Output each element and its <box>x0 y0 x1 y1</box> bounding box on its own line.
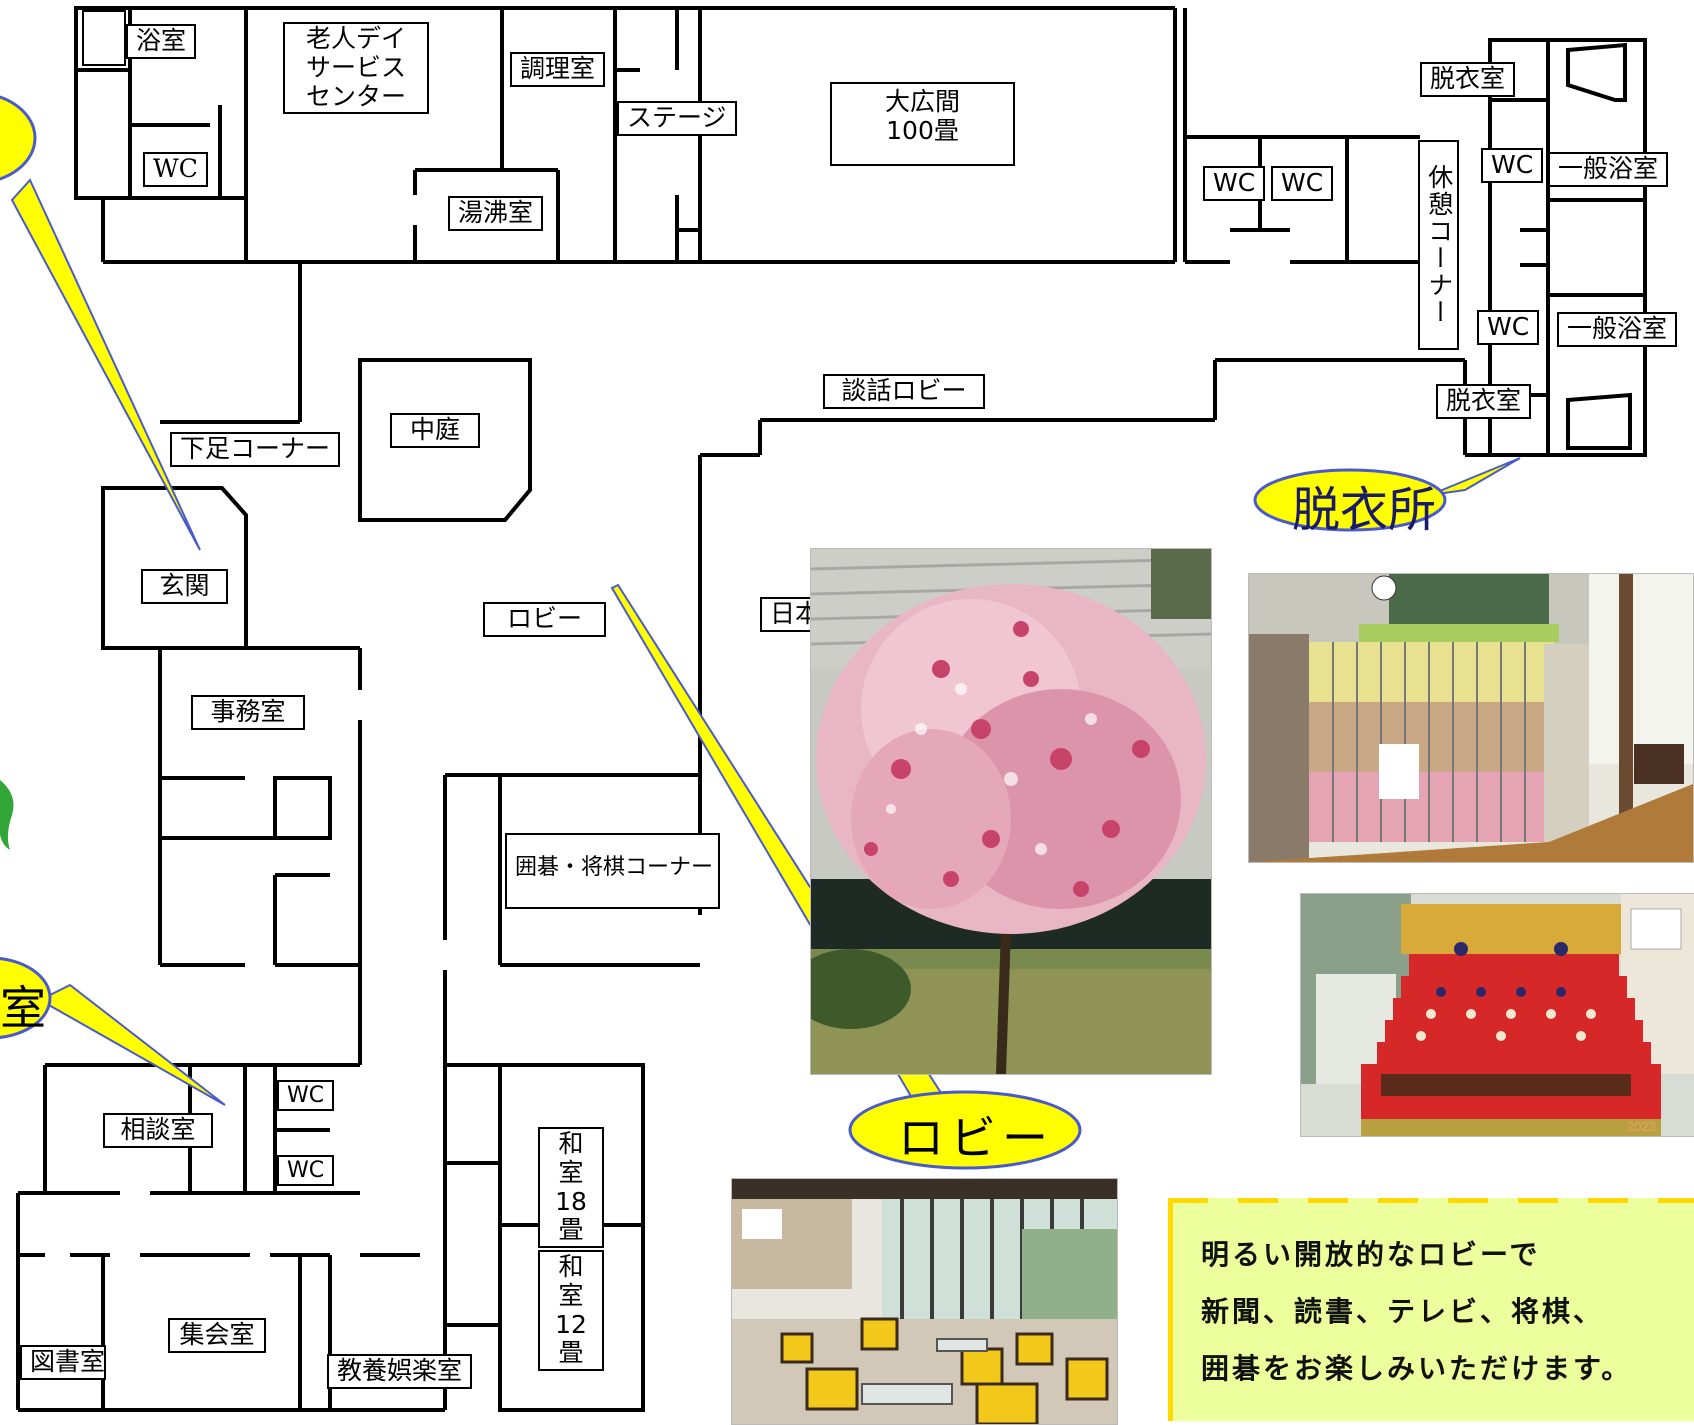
label-dressing-room-1: 脱衣室 <box>1420 62 1516 97</box>
label-cooking-room: 調理室 <box>510 52 606 87</box>
label-culture-room: 教養娯楽室 <box>327 1354 473 1389</box>
wall-bath-complex <box>1488 38 1647 457</box>
label-office: 事務室 <box>191 695 305 730</box>
label-wc-7: WC <box>277 1155 335 1187</box>
label-public-bath-2: 一般浴室 <box>1557 312 1678 347</box>
pointer-dressing <box>1429 457 1521 496</box>
label-go-shogi-corner: 囲碁・将棋コーナー <box>505 833 720 909</box>
label-shoe-corner: 下足コーナー <box>170 432 341 467</box>
label-day-service: 老人デイ サービス センター <box>283 22 429 115</box>
label-entrance: 玄関 <box>141 569 228 604</box>
photo-year-stamp: 2023. <box>1627 1119 1660 1134</box>
label-great-hall: 大広間 100畳 <box>830 82 1015 166</box>
callout-consult-text: 室 <box>0 981 46 1035</box>
label-wc-2: WC <box>1203 166 1266 201</box>
label-talk-lobby: 談話ロビー <box>823 374 985 409</box>
label-wc-3: WC <box>1271 166 1334 201</box>
label-wc-1: WC <box>143 152 208 187</box>
label-washitsu-18: 和室 18畳 <box>538 1127 604 1248</box>
callout-lobby-ellipse <box>848 1090 1082 1170</box>
lockers-photo <box>1248 573 1694 863</box>
callout-ellipses <box>0 95 1447 1170</box>
label-wc-5: WC <box>1477 310 1540 345</box>
label-stage: ステージ <box>617 101 737 136</box>
bath-locker-box <box>82 10 126 66</box>
label-rest-corner: 休憩コーナー <box>1418 140 1459 350</box>
label-washitsu-12: 和室 12畳 <box>538 1250 604 1371</box>
green-leaf-icon <box>0 780 14 850</box>
hina-dolls-photo: 2023. <box>1300 893 1694 1137</box>
pointer-entrance <box>10 178 201 551</box>
garden-tree-photo <box>810 548 1212 1075</box>
lobby-photo <box>731 1178 1118 1425</box>
callout-lobby-text: ロビー <box>898 1111 1054 1165</box>
label-wc-4: WC <box>1481 148 1544 183</box>
label-courtyard: 中庭 <box>390 413 480 448</box>
callout-dressing-ellipse <box>1253 468 1447 532</box>
label-wc-6: WC <box>277 1080 335 1112</box>
label-boiling-room: 湯沸室 <box>448 196 544 231</box>
callout-consult-ellipse <box>0 957 52 1039</box>
callout-topleft <box>0 95 37 181</box>
description-line-2: 新聞、読書、テレビ、将棋、 <box>1201 1295 1605 1328</box>
label-library: 図書室 <box>20 1345 106 1380</box>
pointer-consult <box>37 983 226 1106</box>
callout-dressing-text: 脱衣所 <box>1292 482 1437 538</box>
label-consultation-room: 相談室 <box>103 1113 213 1148</box>
label-lobby: ロビー <box>483 602 606 637</box>
label-bathroom: 浴室 <box>126 24 197 59</box>
description-line-1: 明るい開放的なロビーで <box>1201 1238 1541 1271</box>
description-note: 明るい開放的なロビーで 新聞、読書、テレビ、将棋、 囲碁をお楽しみいただけます。 <box>1168 1203 1694 1421</box>
label-public-bath-1: 一般浴室 <box>1548 152 1669 187</box>
label-dressing-room-2: 脱衣室 <box>1436 384 1532 419</box>
label-meeting-room: 集会室 <box>168 1318 266 1353</box>
description-line-3: 囲碁をお楽しみいただけます。 <box>1201 1352 1633 1385</box>
